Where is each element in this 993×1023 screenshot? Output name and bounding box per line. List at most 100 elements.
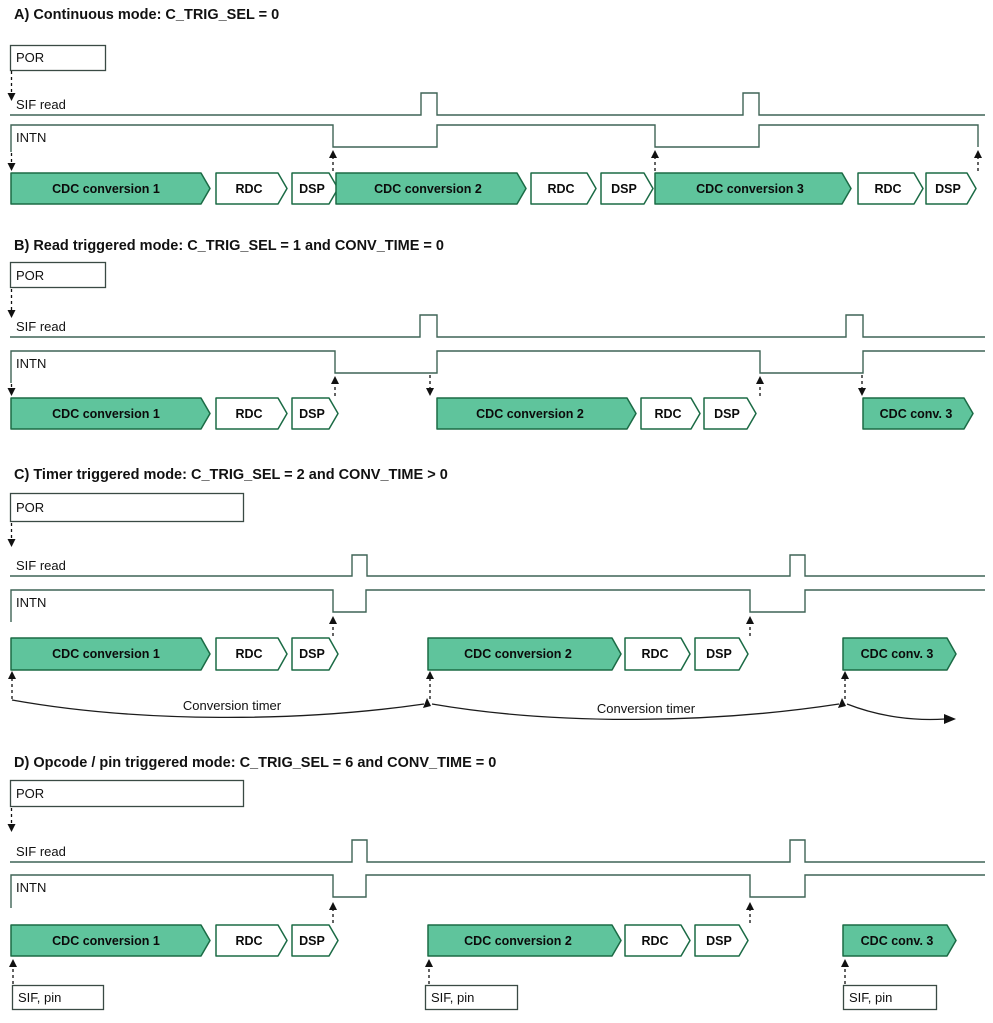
dsp-label: DSP — [714, 407, 740, 421]
intn-label: INTN — [16, 595, 46, 610]
arrow-up-icon — [329, 616, 337, 624]
cdc-conversion-block — [842, 924, 957, 957]
cdc-conversion-block — [10, 924, 211, 957]
sif-read-label: SIF read — [16, 844, 66, 859]
dsp-label: DSP — [299, 647, 325, 661]
conversion-timer-label: Conversion timer — [597, 701, 696, 716]
section-c-title: C) Timer triggered mode: C_TRIG_SEL = 2 … — [14, 467, 448, 483]
sif-read-label: SIF read — [16, 319, 66, 334]
dsp-label: DSP — [299, 407, 325, 421]
arrow-up-icon — [746, 902, 754, 910]
dsp-label: DSP — [706, 647, 732, 661]
rdc-block — [215, 172, 288, 205]
por-label: POR — [16, 786, 44, 801]
cdc-conversion-block — [427, 637, 622, 671]
sif-read-waveform — [10, 554, 985, 577]
sif-pin-box — [424, 984, 519, 1011]
dsp-block — [694, 637, 749, 671]
cdc-conversion-block — [10, 637, 211, 671]
intn-label: INTN — [16, 356, 46, 371]
intn-waveform — [10, 589, 985, 622]
dsp-label: DSP — [299, 934, 325, 948]
rdc-block — [215, 397, 288, 430]
rdc-block — [640, 397, 701, 430]
rdc-label: RDC — [641, 647, 668, 661]
arrow-down-icon — [7, 93, 16, 101]
dsp-block — [291, 924, 339, 957]
cdc-conversion-block — [842, 637, 957, 671]
arrow-up-icon — [425, 959, 433, 967]
section-d-title: D) Opcode / pin triggered mode: C_TRIG_S… — [14, 755, 496, 771]
cdc-conversion-block — [862, 397, 974, 430]
cdc-conversion-label: CDC conversion 2 — [374, 182, 482, 196]
dsp-label: DSP — [299, 182, 325, 196]
intn-waveform — [10, 350, 985, 383]
conversion-timer-curve — [846, 703, 946, 721]
conversion-timer-curve — [11, 699, 425, 719]
dsp-block — [694, 924, 749, 957]
arrow-up-icon — [8, 671, 16, 679]
dsp-block — [703, 397, 757, 430]
por-box — [9, 261, 107, 289]
arrow-down-icon — [7, 539, 16, 547]
arrow-down-icon — [858, 388, 866, 396]
rdc-block — [624, 924, 691, 957]
sif-read-waveform — [10, 92, 985, 116]
arrow-up-icon — [651, 150, 659, 158]
cdc-conversion-label: CDC conversion 2 — [476, 407, 584, 421]
rdc-block — [530, 172, 597, 205]
section-c: C) Timer triggered mode: C_TRIG_SEL = 2 … — [7, 467, 985, 724]
intn-label: INTN — [16, 130, 46, 145]
cdc-conversion-label: CDC conv. 3 — [861, 934, 934, 948]
sif-read-label: SIF read — [16, 558, 66, 573]
arrow-up-icon — [974, 150, 982, 158]
arrow-up-icon — [329, 902, 337, 910]
section-b: B) Read triggered mode: C_TRIG_SEL = 1 a… — [7, 238, 985, 430]
cdc-conversion-label: CDC conv. 3 — [861, 647, 934, 661]
section-a: A) Continuous mode: C_TRIG_SEL = 0 POR S… — [7, 7, 985, 205]
dsp-label: DSP — [935, 182, 961, 196]
arrow-up-icon — [329, 150, 337, 158]
section-b-title: B) Read triggered mode: C_TRIG_SEL = 1 a… — [14, 238, 444, 254]
cdc-conversion-label: CDC conv. 3 — [880, 407, 953, 421]
rdc-label: RDC — [547, 182, 574, 196]
cdc-conversion-label: CDC conversion 2 — [464, 647, 572, 661]
arrow-up-icon — [746, 616, 754, 624]
cdc-conversion-label: CDC conversion 1 — [52, 182, 160, 196]
cdc-conversion-label: CDC conversion 1 — [52, 934, 160, 948]
sif-read-label: SIF read — [16, 97, 66, 112]
sif-read-waveform — [10, 839, 985, 863]
arrow-down-icon — [7, 824, 16, 832]
section-a-title: A) Continuous mode: C_TRIG_SEL = 0 — [14, 7, 279, 23]
dsp-block — [925, 172, 977, 205]
rdc-label: RDC — [654, 407, 681, 421]
dsp-block — [291, 397, 339, 430]
rdc-label: RDC — [235, 934, 262, 948]
intn-waveform — [10, 874, 985, 908]
arrow-up-icon — [423, 698, 431, 708]
cdc-conversion-label: CDC conversion 3 — [696, 182, 804, 196]
arrow-down-icon — [426, 388, 434, 396]
cdc-conversion-block — [427, 924, 622, 957]
arrow-up-icon — [331, 376, 339, 384]
dsp-block — [291, 172, 339, 205]
por-label: POR — [16, 50, 44, 65]
cdc-conversion-block — [436, 397, 637, 430]
rdc-block — [624, 637, 691, 671]
cdc-conversion-block — [10, 397, 211, 430]
sif-pin-box — [842, 984, 938, 1011]
cdc-conversion-label: CDC conversion 1 — [52, 647, 160, 661]
por-box — [9, 492, 245, 523]
arrow-up-icon — [9, 959, 17, 967]
conversion-timer-curve — [431, 703, 840, 721]
arrow-up-icon — [838, 698, 846, 708]
cdc-conversion-block — [654, 172, 852, 205]
por-box — [9, 44, 107, 72]
intn-label: INTN — [16, 880, 46, 895]
rdc-label: RDC — [235, 182, 262, 196]
rdc-block — [215, 637, 288, 671]
section-d: D) Opcode / pin triggered mode: C_TRIG_S… — [7, 755, 985, 1011]
sif-pin-box — [11, 984, 105, 1011]
